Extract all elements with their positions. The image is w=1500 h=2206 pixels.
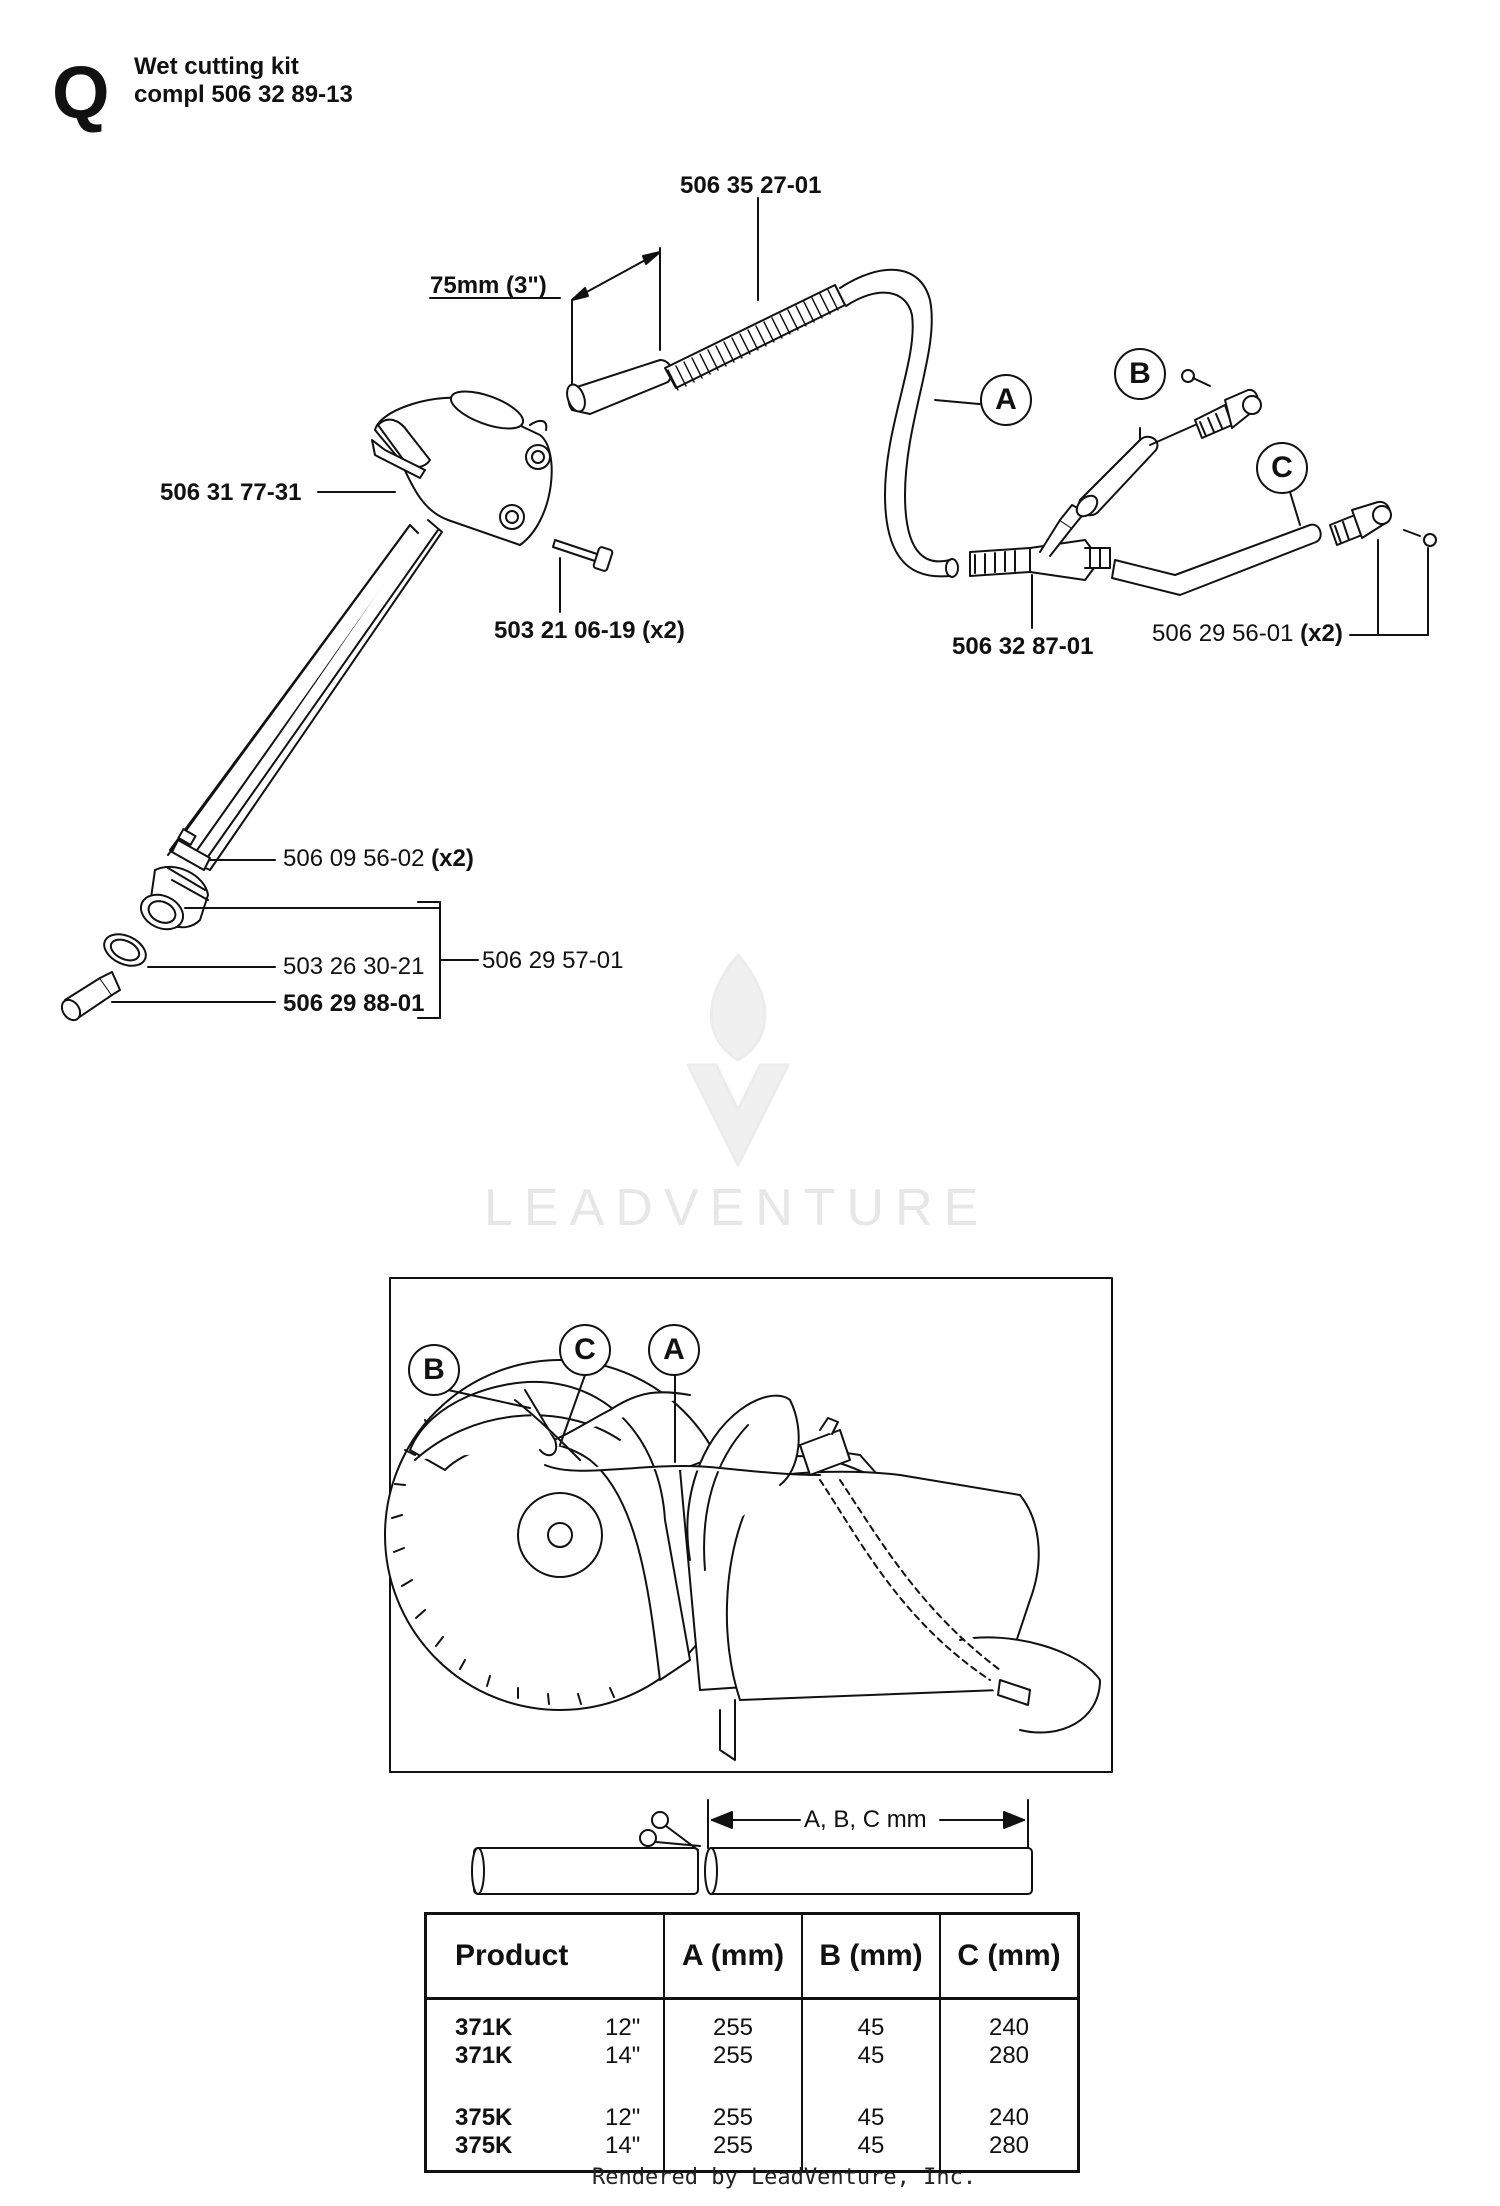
cell-b: 45 (857, 2132, 885, 2159)
leader-callout-c (1289, 491, 1301, 526)
kit-title-name: Wet cutting kit (134, 53, 299, 80)
section-letter: Q (52, 51, 110, 134)
row-model: 371K (455, 2042, 513, 2069)
cell-c: 280 (988, 2042, 1030, 2069)
callout-b: B (1114, 348, 1166, 400)
row-size: 12" (605, 2014, 641, 2041)
water-tube (167, 519, 443, 871)
screw-icon (552, 539, 614, 572)
watermark-logo-icon (686, 953, 790, 1167)
row-model: 375K (455, 2104, 513, 2131)
watermark-text: LEADVENTURE (484, 1179, 990, 1237)
nipple (60, 971, 121, 1022)
part-label-t-connector[interactable]: 506 32 87-01 (952, 633, 1094, 660)
callout-a: A (980, 374, 1032, 426)
header-b: B (mm) (801, 1913, 940, 2000)
header-c: C (mm) (939, 1913, 1079, 2000)
machine-callout-b: B (408, 1344, 460, 1396)
cell-a: 255 (712, 2014, 754, 2041)
dimension-line (429, 247, 661, 406)
o-ring (103, 933, 147, 967)
row-size: 12" (605, 2104, 641, 2131)
elbow-fittings-number: 506 29 56-01 (1152, 620, 1294, 647)
hose-clamp-qty: (x2) (431, 845, 474, 872)
row-model: 371K (455, 2014, 513, 2041)
part-label-spring-hose[interactable]: 506 35 27-01 (680, 172, 822, 199)
elbow-fittings-qty: (x2) (1300, 620, 1343, 647)
cell-a: 255 (712, 2132, 754, 2159)
machine-leader-b (447, 1389, 531, 1409)
elbow-fitting-b (1194, 388, 1262, 439)
leader-elbow-fittings (1349, 539, 1429, 636)
table-header-row: Product A (mm) B (mm) C (mm) (425, 1913, 1079, 2000)
hose-a (839, 268, 959, 578)
cell-c: 240 (988, 2104, 1030, 2131)
machine-callout-a: A (648, 1324, 700, 1376)
cell-a: 255 (712, 2104, 754, 2131)
cell-b: 45 (857, 2042, 885, 2069)
cut-tube-illustration (471, 1799, 1033, 1895)
elbow-fitting-c (1329, 500, 1392, 546)
cell-c: 280 (988, 2132, 1030, 2159)
part-label-hose-clamp[interactable]: 506 09 56-02 (x2) (283, 845, 474, 873)
small-screw-c-icon (1403, 529, 1437, 547)
t-connector (969, 504, 1111, 581)
kit-title: Wet cutting kit compl 506 32 89-13 (134, 53, 353, 109)
row-model: 375K (455, 2132, 513, 2159)
cell-a: 255 (712, 2042, 754, 2069)
row-size: 14" (605, 2042, 641, 2069)
dimension-label: 75mm (3") (430, 272, 547, 299)
spring-coils (667, 289, 839, 391)
kit-title-number: compl 506 32 89-13 (134, 81, 353, 108)
part-label-elbow-fittings[interactable]: 506 29 56-01 (x2) (1152, 620, 1343, 648)
hose-clamp-number: 506 09 56-02 (283, 845, 425, 872)
footer-credit: Rendered by LeadVenture, Inc. (592, 2165, 977, 2190)
header-a: A (mm) (663, 1913, 802, 2000)
row-size: 14" (605, 2132, 641, 2159)
cell-c: 240 (988, 2014, 1030, 2041)
spring-hose (566, 284, 846, 415)
hose-b-leader (1149, 424, 1196, 446)
coupling (139, 865, 209, 931)
hose-b (1075, 435, 1159, 518)
part-label-screw[interactable]: 503 21 06-19 (x2) (494, 617, 685, 644)
part-label-nozzle[interactable]: 506 31 77-31 (160, 479, 302, 506)
header-product: Product (425, 1913, 664, 2000)
table-spacer-row (426, 2076, 1079, 2098)
row-product: 375K 12" 375K 14" (426, 2098, 665, 2172)
nozzle (371, 390, 553, 546)
bracket-coupling-set (417, 901, 479, 1019)
hose-clamp (171, 828, 211, 871)
small-screw-b-icon (1181, 369, 1211, 387)
power-cutter-illustration (384, 1359, 1101, 1761)
cut-length-label: A, B, C mm (804, 1806, 927, 1833)
hose-c (1111, 523, 1322, 596)
machine-callout-c: C (559, 1324, 611, 1376)
cell-b: 45 (857, 2104, 885, 2131)
row-product: 371K 12" 371K 14" (426, 1999, 665, 2077)
cell-b: 45 (857, 2014, 885, 2041)
callout-c: C (1256, 442, 1308, 494)
part-label-oring[interactable]: 503 26 30-21 (283, 953, 425, 980)
part-label-coupling-set[interactable]: 506 29 57-01 (482, 947, 624, 974)
part-label-nipple[interactable]: 506 29 88-01 (283, 990, 425, 1017)
machine-leader-c (559, 1374, 586, 1446)
scissors-icon (639, 1811, 701, 1851)
